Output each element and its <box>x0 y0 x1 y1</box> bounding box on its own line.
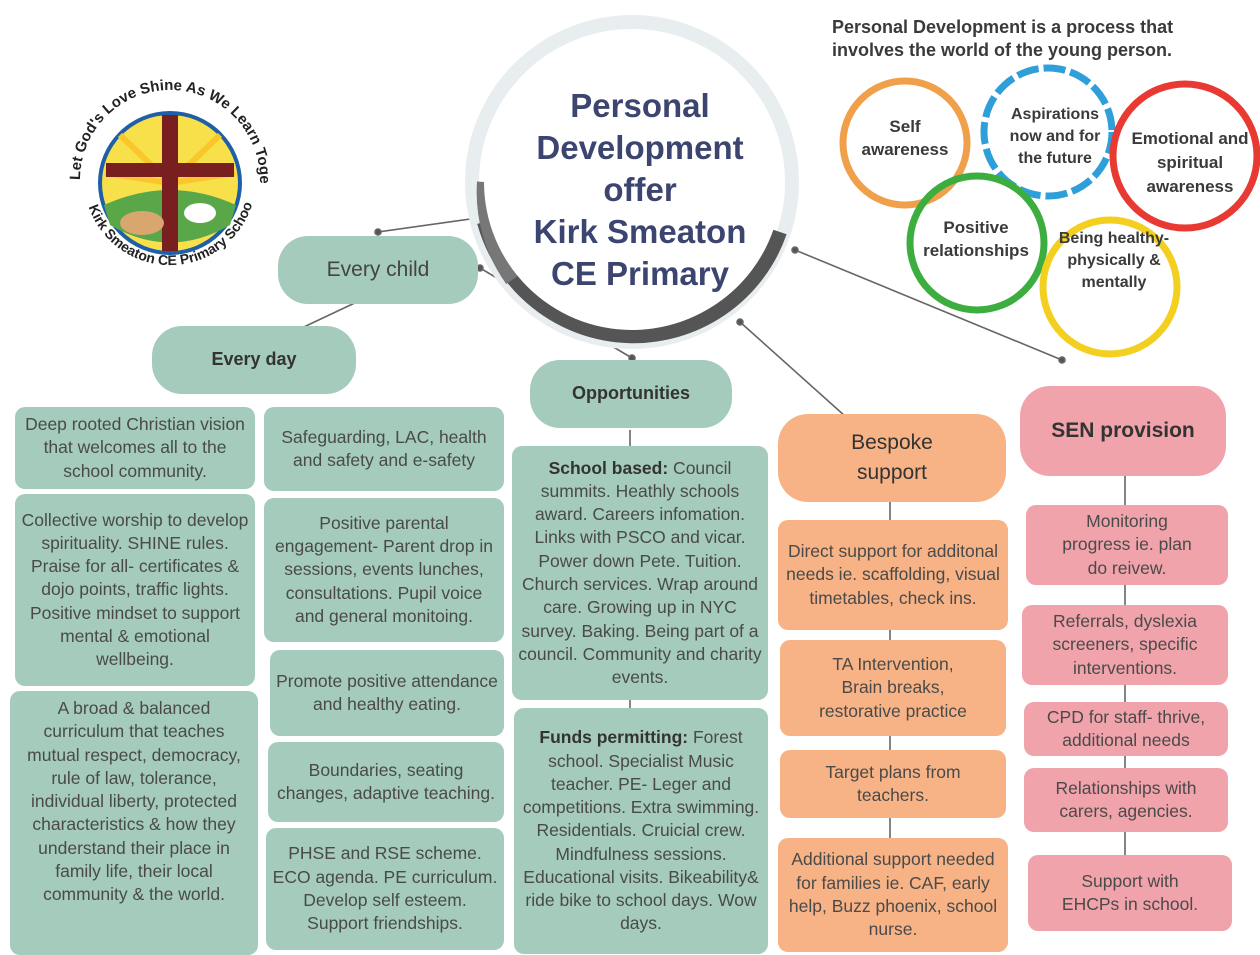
bespoke-item: Target plans from teachers. <box>780 750 1006 818</box>
title-line: CE Primary <box>551 255 729 292</box>
bespoke-item: TA Intervention, Brain breaks, restorati… <box>780 640 1006 736</box>
every-day-item: Positive parental engagement- Parent dro… <box>264 498 504 642</box>
node-every-day: Every day <box>152 326 356 394</box>
every-day-item: Collective worship to develop spirituali… <box>15 494 255 686</box>
connector-dot <box>1058 356 1066 364</box>
sen-item: Monitoring progress ie. plan do reivew. <box>1026 505 1228 585</box>
connector-center-sen <box>794 249 1063 361</box>
ring-label-relationships: Positive relationships <box>923 218 1029 260</box>
every-day-item: PHSE and RSE scheme. ECO agenda. PE curr… <box>266 828 504 950</box>
opportunities-lead: School based: <box>548 457 669 478</box>
sen-item: Referrals, dyslexia screeners, specific … <box>1022 605 1228 685</box>
ring-label-self-awareness: Self awareness <box>861 117 949 159</box>
connector-dot <box>374 228 382 236</box>
node-bespoke-support: Bespoke support <box>778 414 1006 502</box>
title-line: Kirk Smeaton <box>533 213 747 250</box>
opportunities-text: Council summits. Heathly schools award. … <box>518 457 762 688</box>
title-line: offer <box>603 171 677 208</box>
sen-item: Support with EHCPs in school. <box>1028 855 1232 931</box>
node-opportunities: Opportunities <box>530 360 732 428</box>
page-title: Personal Development offer Kirk Smeaton … <box>505 85 775 295</box>
school-logo: Let God's Love Shine As We Learn Togethe… <box>50 55 273 268</box>
every-day-item: Promote positive attendance and healthy … <box>270 650 504 736</box>
title-line: Personal <box>570 87 710 124</box>
title-circle <box>465 15 799 349</box>
ring-label-emotional: Emotional and spiritual awareness <box>1131 129 1249 196</box>
connector-dot <box>791 246 799 254</box>
title-line: Development <box>536 129 744 166</box>
development-rings <box>839 64 1260 358</box>
every-day-item: Boundaries, seating changes, adaptive te… <box>268 742 504 822</box>
sen-item: Relationships with carers, agencies. <box>1024 768 1228 832</box>
intro-text: Personal Development is a process that i… <box>832 16 1252 62</box>
connector-dot <box>736 318 744 326</box>
ring-label-aspirations: Aspirations now and for the future <box>1009 106 1101 167</box>
every-day-item: Deep rooted Christian vision that welcom… <box>15 407 255 489</box>
opportunities-lead: Funds permitting: <box>539 727 689 748</box>
intro-line: involves the world of the young person. <box>832 40 1173 60</box>
bespoke-item: Additional support needed for families i… <box>778 838 1008 952</box>
node-every-child: Every child <box>278 236 478 304</box>
connector-center-bespoke <box>739 321 856 426</box>
sen-item: CPD for staff- thrive, additional needs <box>1024 702 1228 756</box>
opportunities-text: Forest school. Specialist Music teacher.… <box>522 727 760 934</box>
every-day-item: A broad & balanced curriculum that teach… <box>10 691 258 955</box>
intro-line: Personal Development is a process that <box>832 17 1174 37</box>
ring-label-healthy: Being healthy- physically & mentally <box>1058 230 1170 291</box>
every-day-item: Safeguarding, LAC, health and safety and… <box>264 407 504 491</box>
bespoke-item: Direct support for additonal needs ie. s… <box>778 520 1008 630</box>
node-sen-provision: SEN provision <box>1020 386 1226 476</box>
opportunities-school-based: School based: Council summits. Heathly s… <box>512 446 768 700</box>
opportunities-funds-permitting: Funds permitting: Forest school. Special… <box>514 708 768 954</box>
